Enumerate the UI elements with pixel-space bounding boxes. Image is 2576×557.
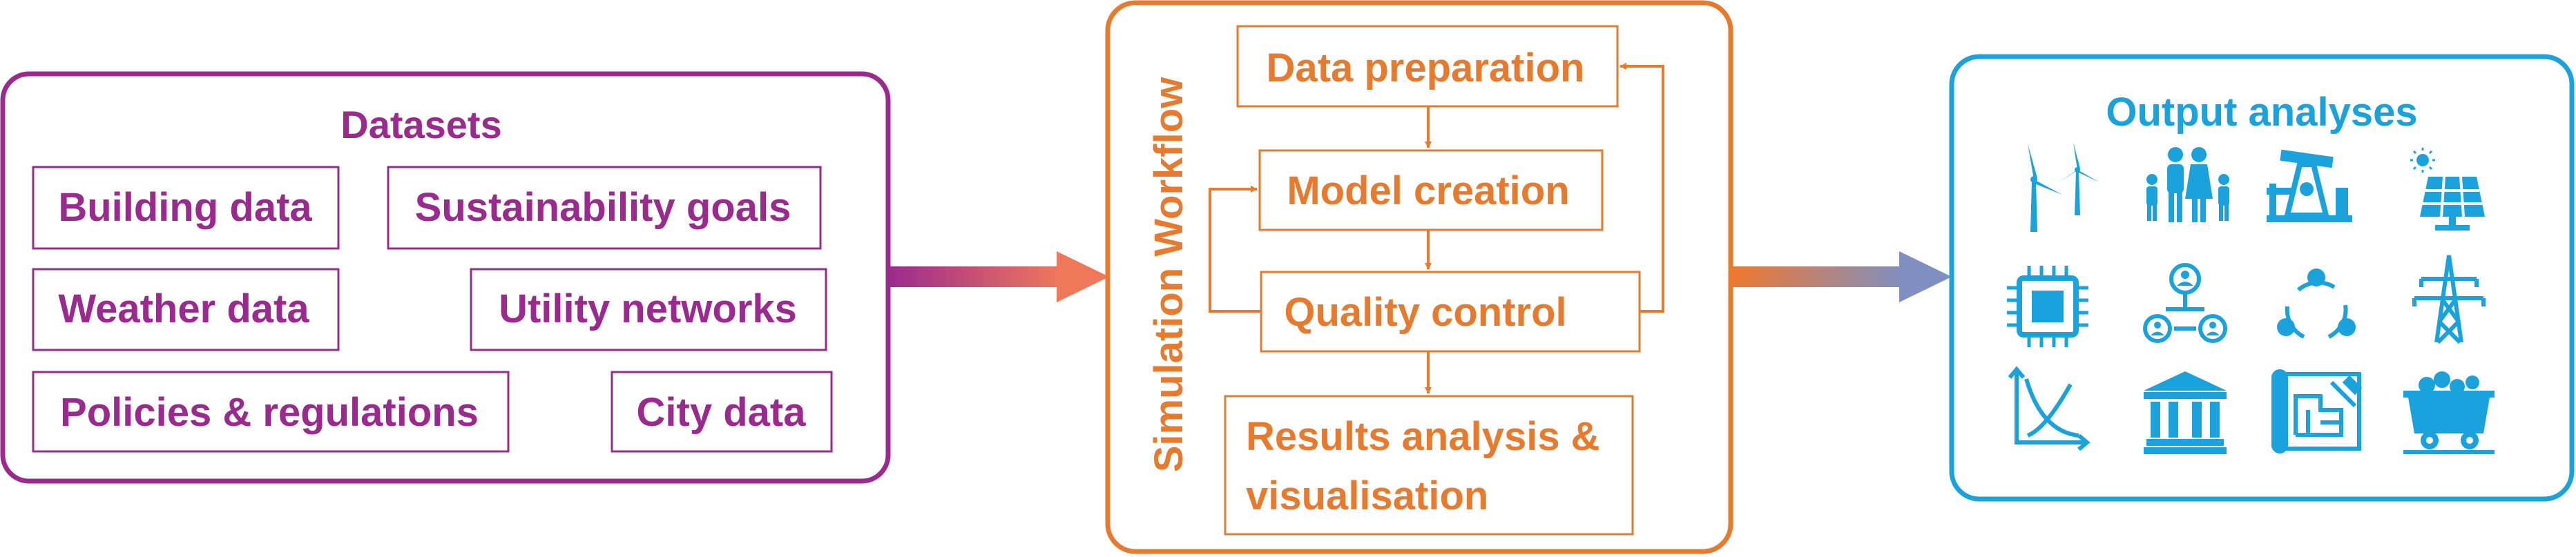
svg-text:Weather data: Weather data <box>58 286 309 331</box>
dataset-item-building-data: Building data <box>32 166 340 250</box>
svg-text:City data: City data <box>637 390 807 435</box>
outputs-title: Output analyses <box>2106 90 2417 135</box>
workflow-panel: Simulation Workflow Data preparation Mod… <box>1105 0 1733 554</box>
svg-text:Data preparation: Data preparation <box>1267 46 1585 90</box>
dataset-item-utility-networks: Utility networks <box>470 268 827 351</box>
arrow-workflow-to-outputs <box>1731 251 1952 302</box>
datasets-panel: Datasets Building data Sustainability go… <box>0 71 891 484</box>
network-people-icon <box>2143 263 2227 343</box>
solar-panel-icon <box>2410 148 2485 231</box>
svg-text:Policies & regulations: Policies & regulations <box>60 390 479 435</box>
svg-text:Model creation: Model creation <box>1287 168 1569 213</box>
workflow-step-model-creation: Model creation <box>1258 149 1604 231</box>
family-icon <box>2146 147 2229 222</box>
cycle-icon <box>2277 268 2356 339</box>
dataset-item-weather-data: Weather data <box>32 268 340 351</box>
svg-text:Utility networks: Utility networks <box>499 286 797 331</box>
workflow-step-quality-control: Quality control <box>1260 271 1641 353</box>
graph-curve-icon <box>2008 366 2090 451</box>
svg-text:Building data: Building data <box>58 185 312 230</box>
svg-text:Quality control: Quality control <box>1284 290 1566 335</box>
workflow-step-results-analysis: Results analysis & visualisation <box>1224 395 1634 536</box>
svg-text:Sustainability goals: Sustainability goals <box>415 185 791 230</box>
oil-pump-icon <box>2267 149 2352 222</box>
dataset-item-policies-regulations: Policies & regulations <box>32 371 510 453</box>
datasets-title: Datasets <box>340 103 501 146</box>
institution-building-icon <box>2144 371 2227 454</box>
svg-text:visualisation: visualisation <box>1246 473 1488 518</box>
workflow-connectors <box>1209 63 1664 394</box>
outputs-panel: Output analyses <box>1949 54 2575 502</box>
workflow-side-label: Simulation Workflow <box>1146 77 1191 472</box>
power-pylon-icon <box>2412 255 2486 344</box>
workflow-step-data-preparation: Data preparation <box>1236 25 1619 108</box>
svg-text:Results analysis &: Results analysis & <box>1246 414 1600 459</box>
mining-cart-icon <box>2403 371 2495 454</box>
arrow-datasets-to-workflow <box>888 251 1109 302</box>
microchip-icon <box>2007 266 2088 347</box>
wind-turbine-icon <box>2008 142 2099 232</box>
blueprint-icon <box>2271 369 2363 453</box>
dataset-item-sustainability-goals: Sustainability goals <box>387 166 822 250</box>
dataset-item-city-data: City data <box>611 371 833 453</box>
